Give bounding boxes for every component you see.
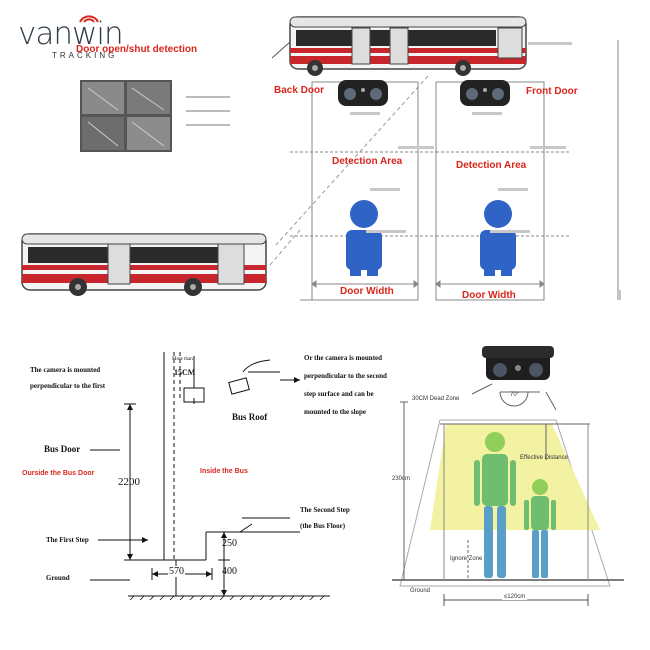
dim-250: 250 <box>222 538 237 549</box>
dim-570: 570 <box>168 566 185 577</box>
ground-hatch <box>130 596 324 600</box>
dead-zone-label: 30CM Dead Zone <box>412 396 459 402</box>
back-door-label: Back Door <box>274 85 324 96</box>
bus-roof-label: Bus Roof <box>232 412 267 422</box>
bus-door-label: Bus Door <box>44 444 80 454</box>
more-than-label: More than <box>172 357 193 362</box>
height-2200: 2200 <box>118 476 140 488</box>
person-front-door <box>480 200 516 276</box>
door-detection-title: Door open/shut detection <box>76 44 197 55</box>
person-back-door <box>346 200 382 276</box>
alt-note-line3: step surface and can be <box>304 390 374 398</box>
ground-label-right: Ground <box>410 588 430 594</box>
second-step-line1: The Second Step <box>300 506 350 514</box>
sensor-back-door <box>338 80 388 106</box>
outside-label: Ourside the Bus Door <box>22 470 94 477</box>
effective-label: Effective Distance <box>520 455 568 461</box>
angle-label: 70° <box>510 392 519 398</box>
ground-label-left: Ground <box>46 574 70 582</box>
second-step-line2: (the Bus Floor) <box>300 522 345 530</box>
inside-label: Inside the Bus <box>200 468 248 475</box>
front-door-label: Front Door <box>526 86 578 97</box>
ignore-zone-label: Ignore Zone <box>450 556 482 562</box>
thumb-notes <box>186 96 230 126</box>
first-step-label: The First Step <box>46 536 89 544</box>
width-label: ≤120cm <box>502 594 527 600</box>
sensor-device <box>482 346 554 380</box>
bus-left <box>22 234 266 296</box>
camera-thumbnails <box>80 80 172 152</box>
cm15-label: 15CM <box>174 368 195 377</box>
sensor-front-door <box>460 80 510 106</box>
bus-top-right <box>290 17 526 76</box>
door-width-front: Door Width <box>462 290 516 301</box>
detection-area-front: Detection Area <box>456 160 526 171</box>
alt-note-line2: perpendicular to the second <box>304 372 387 380</box>
alt-note-line4: mounted to the slope <box>304 408 366 416</box>
alt-note-line1: Or the camera is mounted <box>304 354 382 362</box>
camera-note-line2: perpendicular to the first <box>30 382 105 390</box>
detection-boxes <box>290 40 620 300</box>
dim-400: 400 <box>222 566 237 577</box>
height-label: 230cm <box>392 476 410 482</box>
door-width-back: Door Width <box>340 286 394 297</box>
camera-note-line1: The camera is mounted <box>30 366 100 374</box>
detection-area-back: Detection Area <box>332 156 402 167</box>
